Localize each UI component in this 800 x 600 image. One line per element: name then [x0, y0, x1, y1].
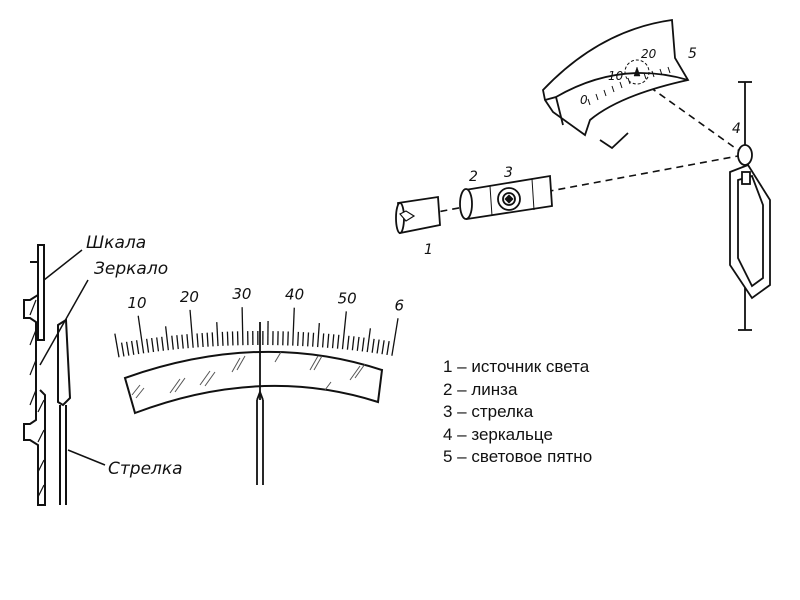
scale-tick: [331, 334, 335, 349]
scale-tick: [321, 333, 325, 348]
projection-scale-tick-20: 20: [641, 47, 657, 61]
label-mirror: Зеркало: [94, 259, 168, 279]
needle: [256, 322, 264, 485]
scale-tick: [241, 307, 244, 346]
scale-tick: [297, 331, 300, 346]
scale-tick: [391, 318, 399, 356]
scale-tick: [201, 332, 204, 348]
scale-tick: [186, 334, 189, 349]
scale-tick: [361, 337, 365, 352]
moving-frame: [729, 81, 771, 331]
light-beam: [404, 79, 739, 219]
scale-tick: [312, 332, 315, 347]
scale-tick: [156, 337, 160, 352]
part-number-5: 5: [688, 46, 697, 62]
legend: 1 – источник света 2 – линза 3 – стрелка…: [443, 356, 592, 469]
part-number-2: 2: [469, 169, 478, 185]
scale-tick: [181, 334, 184, 349]
scale-tick: [336, 334, 340, 349]
scale-tick: [114, 333, 120, 358]
scale-tick-label: 40: [285, 286, 304, 304]
scale-tick: [221, 331, 224, 346]
scale-tick: [341, 311, 347, 350]
scale-tick-label: 6: [395, 296, 405, 314]
scale-tick: [164, 326, 169, 351]
legend-item-3: 3 – стрелка: [443, 402, 534, 421]
light-source: [395, 195, 441, 235]
scale-tick: [351, 336, 355, 351]
label-scale: Шкала: [86, 233, 146, 253]
scale-tick-labels: 10 20 30 40 50 6: [128, 285, 405, 314]
scale-tick: [176, 335, 179, 350]
scale-tick: [145, 338, 150, 353]
scale-tick: [125, 341, 130, 356]
scale-tick: [120, 342, 125, 357]
legend-item-5: 5 – световое пятно: [443, 447, 593, 466]
scale-ticks: [114, 307, 399, 358]
mirror-band: [123, 350, 384, 415]
part-number-3: 3: [504, 165, 513, 181]
scale-tick: [130, 340, 135, 355]
scale-tick-label: 10: [128, 294, 147, 312]
scale-tick: [307, 332, 310, 347]
scale-tick: [151, 338, 155, 353]
scale-tick: [381, 340, 385, 355]
scale-tick: [356, 336, 360, 351]
scale-tick: [366, 328, 372, 353]
scale-tick: [346, 335, 350, 350]
lens-tube: [459, 174, 553, 221]
scale-tick: [161, 336, 165, 351]
scale-tick: [302, 332, 305, 347]
scale-tick: [376, 339, 380, 354]
projection-scale-tick-0: 0: [580, 93, 588, 107]
scale-tick: [216, 322, 219, 347]
projection-scale-tick-10: 10: [608, 69, 624, 83]
legend-item-4: 4 – зеркальце: [443, 424, 553, 444]
scale-tick: [292, 307, 295, 346]
label-needle: Стрелка: [108, 459, 183, 479]
scale-tick-label: 20: [180, 288, 199, 306]
scale-tick-label: 30: [232, 285, 251, 303]
scale-tick: [211, 332, 214, 347]
part-number-4: 4: [732, 121, 741, 137]
scale-tick: [196, 333, 199, 348]
scale-tick: [371, 338, 375, 353]
scale-tick: [135, 340, 140, 355]
side-section-drawing: [23, 244, 106, 506]
scale-tick: [386, 341, 390, 356]
scale-tick: [226, 331, 229, 346]
scale-tick: [189, 309, 194, 348]
scale-tick: [326, 333, 330, 348]
scale-tick: [171, 335, 174, 350]
projection-scale: [542, 18, 690, 150]
scale-tick: [316, 323, 320, 348]
scale-tick: [137, 315, 145, 354]
scale-tick: [206, 332, 209, 347]
legend-item-1: 1 – источник света: [443, 357, 590, 376]
legend-item-2: 2 – линза: [443, 379, 518, 399]
part-number-1: 1: [424, 242, 433, 258]
scale-tick-label: 50: [338, 289, 357, 307]
